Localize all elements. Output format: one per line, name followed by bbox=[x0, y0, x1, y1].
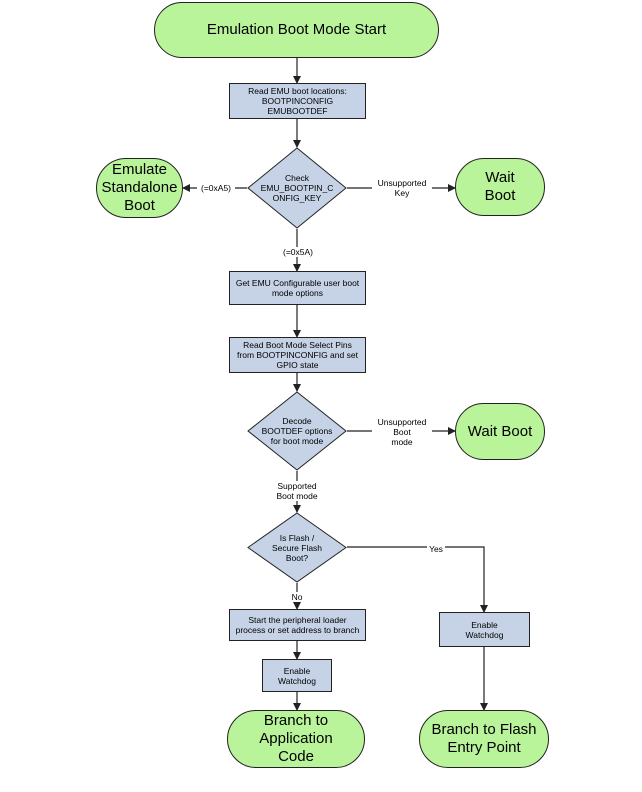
label-a5: (=0xA5) bbox=[197, 183, 235, 193]
enable-watchdog-left-box: Enable Watchdog bbox=[262, 659, 332, 692]
wait-boot-terminal-1: Wait Boot bbox=[455, 158, 545, 216]
label-supported-boot-mode: Supported Boot mode bbox=[267, 481, 327, 501]
decode-bootdef-diamond-shape bbox=[247, 391, 347, 471]
start-terminal: Emulation Boot Mode Start bbox=[154, 2, 439, 58]
edge-isflash-yes bbox=[347, 546, 488, 613]
label-unsupported-boot-mode: Unsupported Boot mode bbox=[372, 417, 432, 447]
check-key-diamond-shape bbox=[247, 147, 347, 229]
is-flash-label: Is Flash / Secure Flash Boot? bbox=[271, 532, 323, 563]
label-x5a: (=0x5A) bbox=[278, 247, 318, 257]
wait-boot-terminal-2: Wait Boot bbox=[455, 403, 545, 460]
check-key-label: Check EMU_BOOTPIN_C ONFIG_KEY bbox=[260, 173, 334, 203]
get-emu-options-box: Get EMU Configurable user boot mode opti… bbox=[229, 271, 366, 305]
label-no: No bbox=[289, 592, 305, 602]
label-unsupported-key: Unsupported Key bbox=[372, 178, 432, 198]
branch-flash-terminal: Branch to Flash Entry Point bbox=[419, 710, 549, 768]
label-yes: Yes bbox=[427, 544, 445, 554]
branch-application-terminal: Branch to Application Code bbox=[227, 710, 365, 768]
check-key-decision: Check EMU_BOOTPIN_C ONFIG_KEY bbox=[247, 147, 347, 229]
start-loader-box: Start the peripheral loader process or s… bbox=[229, 609, 366, 641]
read-boot-pins-box: Read Boot Mode Select Pins from BOOTPINC… bbox=[229, 337, 366, 373]
emulate-standalone-terminal: Emulate Standalone Boot bbox=[96, 158, 183, 218]
read-emu-boot-box: Read EMU boot locations: BOOTPINCONFIG E… bbox=[229, 83, 366, 119]
is-flash-diamond-shape bbox=[247, 512, 347, 583]
decode-bootdef-label: Decode BOOTDEF options for boot mode bbox=[261, 416, 333, 446]
enable-watchdog-right-box: Enable Watchdog bbox=[439, 612, 530, 647]
decode-bootdef-decision: Decode BOOTDEF options for boot mode bbox=[247, 391, 347, 471]
is-flash-decision: Is Flash / Secure Flash Boot? bbox=[247, 512, 347, 583]
